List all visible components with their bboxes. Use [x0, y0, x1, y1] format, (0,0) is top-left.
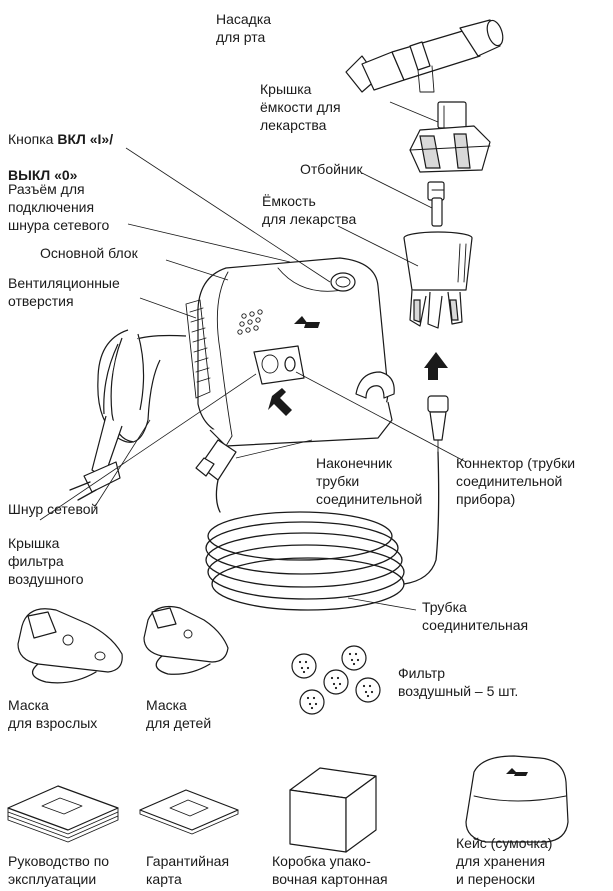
label-power-socket: Разъём для подключения шнура сетевого [8, 180, 109, 234]
label-box: Коробка упако- вочная картонная [272, 852, 388, 888]
label-power-button-on: ВКЛ «I»/ [57, 131, 113, 147]
label-filters: Фильтр воздушный – 5 шт. [398, 664, 518, 700]
mouthpiece-illustration [346, 18, 506, 92]
label-power-cord: Шнур сетевой [8, 500, 98, 518]
label-mouthpiece: Насадка для рта [216, 10, 271, 46]
label-cup-lid: Крышка ёмкости для лекарства [260, 80, 341, 134]
label-tube-tip: Наконечник трубки соединительной [316, 454, 422, 508]
label-power-button-prefix: Кнопка [8, 131, 57, 147]
label-filter-cover: Крышка фильтра воздушного [8, 534, 84, 588]
warranty-card-illustration [140, 790, 238, 834]
medication-cup-illustration [404, 232, 472, 328]
baffle-illustration [428, 182, 444, 226]
child-mask-illustration [144, 607, 228, 675]
label-baffle: Отбойник [300, 160, 363, 178]
main-unit-illustration [186, 258, 394, 446]
label-tube: Трубка соединительная [422, 598, 528, 634]
label-child-mask: Маска для детей [146, 696, 211, 732]
label-case: Кейс (сумочка) для хранения и переноски [456, 834, 552, 888]
label-power-button: Кнопка ВКЛ «I»/ ВЫКЛ «0» [8, 112, 113, 184]
power-cord-illustration [70, 330, 186, 500]
label-medication-cup: Ёмкость для лекарства [262, 192, 356, 228]
label-main-unit: Основной блок [40, 244, 138, 262]
label-vents: Вентиляционные отверстия [8, 274, 120, 310]
label-warranty: Гарантийная карта [146, 852, 229, 888]
cup-lid-illustration [410, 102, 490, 172]
adult-mask-illustration [18, 609, 122, 683]
power-button-shape [331, 273, 355, 291]
up-arrow-icon [424, 352, 448, 380]
label-adult-mask: Маска для взрослых [8, 696, 97, 732]
label-connector: Коннектор (трубки соединительной прибора… [456, 454, 575, 508]
label-manual: Руководство по эксплуатации [8, 852, 109, 888]
carry-case-illustration [466, 756, 568, 842]
carton-box-illustration [290, 768, 376, 852]
manual-illustration [8, 786, 118, 842]
filters-illustration [292, 646, 380, 714]
